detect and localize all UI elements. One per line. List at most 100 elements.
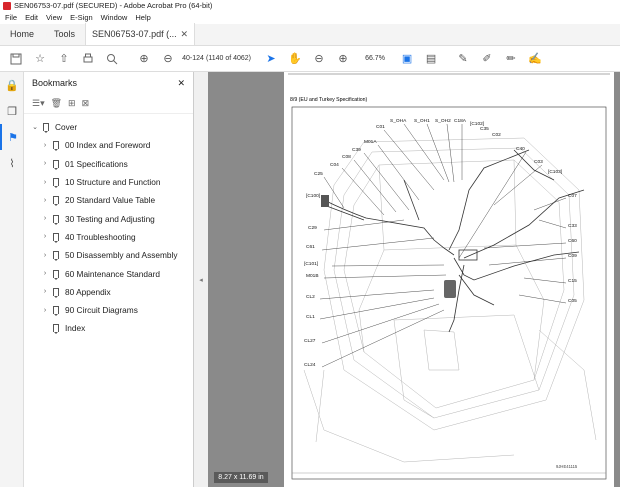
svg-text:C25: C25	[314, 171, 323, 177]
chevron-right-icon[interactable]: ›	[43, 288, 47, 296]
close-tab-icon[interactable]: ✕	[180, 28, 189, 39]
attachments-icon[interactable]: ⌇	[9, 157, 15, 170]
fit-page-icon[interactable]: ▣	[401, 53, 413, 65]
new-bookmark-icon[interactable]: ⊞	[68, 98, 76, 108]
bookmark-item[interactable]: ›10 Structure and Function	[24, 173, 193, 191]
bookmark-item[interactable]: ›30 Testing and Adjusting	[24, 209, 193, 227]
bookmark-item[interactable]: ›90 Circuit Diagrams	[24, 301, 193, 319]
tab-home[interactable]: Home	[10, 29, 35, 39]
tab-document[interactable]: SEN06753-07.pdf (... ✕	[85, 23, 196, 45]
close-panel-icon[interactable]: ✕	[177, 77, 185, 88]
window-title: SEN06753-07.pdf (SECURED) - Adobe Acroba…	[14, 1, 213, 10]
next-page-icon[interactable]: ⊖	[163, 53, 173, 65]
delete-bookmark-icon[interactable]: 🗑	[50, 98, 63, 108]
bookmark-icon	[53, 251, 59, 262]
bookmark-item[interactable]: ›01 Specifications	[24, 155, 193, 173]
svg-text:[C100]: [C100]	[306, 193, 320, 199]
svg-text:S_OHA: S_OHA	[390, 118, 407, 124]
svg-text:[C102]: [C102]	[470, 121, 484, 127]
page-size-indicator: 8.27 x 11.69 in	[214, 472, 268, 483]
menu-esign[interactable]: E-Sign	[70, 13, 93, 22]
tab-document-label: SEN06753-07.pdf (...	[92, 29, 177, 39]
page-number-input[interactable]: 40-124	[182, 55, 204, 62]
fill-sign-icon[interactable]: ✍	[528, 53, 542, 65]
panel-splitter[interactable]: ◂	[194, 72, 208, 487]
chevron-down-icon[interactable]: ⌄	[32, 124, 38, 132]
left-navigation-rail: 🔒 ❐ ⚑ ⌇	[0, 72, 24, 487]
chevron-right-icon[interactable]: ›	[43, 178, 47, 186]
comment-icon[interactable]: ✎	[458, 53, 468, 65]
chevron-right-icon[interactable]: ›	[43, 215, 47, 223]
svg-text:C60: C60	[568, 238, 577, 244]
hand-tool-icon[interactable]: ✋	[288, 53, 302, 65]
svg-text:[C103]: [C103]	[548, 169, 562, 175]
chevron-right-icon[interactable]: ›	[43, 306, 47, 314]
select-tool-icon[interactable]: ➤	[266, 53, 276, 65]
zoom-out-icon[interactable]: ⊖	[314, 53, 324, 65]
tab-tools[interactable]: Tools	[54, 29, 76, 39]
menu-view[interactable]: View	[46, 13, 63, 22]
bookmark-item[interactable]: ⌄Cover	[24, 118, 193, 136]
zoom-in-icon[interactable]: ⊕	[338, 53, 348, 65]
draw-icon[interactable]: ✏	[506, 53, 516, 65]
bookmarks-panel: Bookmarks ✕ ☰▾ 🗑 ⊞ ⊠ ⌄Cover ›00 Index an…	[24, 72, 194, 487]
scroll-mode-icon[interactable]: ▤	[425, 53, 437, 65]
bookmark-item[interactable]: ›00 Index and Foreword	[24, 136, 193, 154]
save-icon[interactable]	[4, 48, 28, 70]
bookmark-icon	[53, 141, 59, 152]
menu-edit[interactable]: Edit	[25, 13, 39, 22]
print-icon[interactable]	[76, 48, 100, 70]
bookmark-item[interactable]: ›20 Standard Value Table	[24, 191, 193, 209]
tab-bar: Home Tools SEN06753-07.pdf (... ✕	[0, 23, 620, 46]
search-icon[interactable]	[100, 48, 124, 70]
svg-text:C09: C09	[568, 253, 577, 259]
svg-text:CL2: CL2	[306, 294, 315, 300]
svg-text:C29: C29	[308, 225, 317, 231]
bookmark-icon	[43, 123, 49, 134]
menu-help[interactable]: Help	[135, 13, 151, 22]
chevron-right-icon[interactable]: ›	[43, 160, 47, 168]
bookmark-item[interactable]: ›80 Appendix	[24, 283, 193, 301]
document-viewer[interactable]: 8/9 (EU and Turkey Specification)	[208, 72, 620, 487]
menu-window[interactable]: Window	[100, 13, 128, 22]
svg-text:S_OH2: S_OH2	[435, 118, 451, 124]
highlight-icon[interactable]: ✐	[482, 53, 492, 65]
options-menu-icon[interactable]: ☰▾	[32, 98, 45, 108]
bookmarks-icon[interactable]: ⚑	[0, 124, 24, 150]
upload-icon[interactable]: ⇧	[59, 53, 69, 65]
menu-file[interactable]: File	[5, 13, 18, 22]
bookmark-item[interactable]: Index	[24, 319, 193, 337]
acrobat-app-icon	[3, 1, 11, 10]
lock-icon[interactable]: 🔒	[5, 79, 19, 92]
chevron-right-icon[interactable]: ›	[43, 251, 47, 259]
svg-text:CL1: CL1	[306, 314, 315, 320]
svg-text:C01: C01	[376, 124, 385, 130]
svg-text:C18A: C18A	[454, 118, 467, 124]
page-thumbnails-icon[interactable]: ❐	[7, 105, 17, 118]
bookmark-icon	[53, 196, 59, 207]
chevron-right-icon[interactable]: ›	[43, 270, 47, 278]
svg-text:[C101]: [C101]	[304, 261, 318, 267]
bookmark-icon	[53, 232, 59, 243]
bookmark-item[interactable]: ›50 Disassembly and Assembly	[24, 246, 193, 264]
svg-text:M01A: M01A	[364, 139, 377, 145]
bookmark-item[interactable]: ›60 Maintenance Standard	[24, 264, 193, 282]
previous-page-icon[interactable]: ⊕	[139, 53, 149, 65]
chevron-right-icon[interactable]: ›	[43, 141, 47, 149]
chevron-right-icon[interactable]: ›	[43, 233, 47, 241]
bookmark-item[interactable]: ›40 Troubleshooting	[24, 228, 193, 246]
find-bookmark-icon[interactable]: ⊠	[81, 98, 90, 108]
chevron-right-icon[interactable]: ›	[43, 196, 47, 204]
bookmarks-header: Bookmarks ✕	[24, 72, 193, 94]
star-icon[interactable]: ☆	[35, 53, 45, 65]
collapse-panel-icon[interactable]: ◂	[199, 276, 203, 284]
bookmark-list: ⌄Cover ›00 Index and Foreword ›01 Specif…	[24, 114, 193, 338]
zoom-level[interactable]: 66.7%	[365, 55, 385, 62]
bookmark-icon	[53, 159, 59, 170]
svg-text:C04: C04	[330, 162, 339, 168]
svg-text:C05: C05	[568, 298, 577, 304]
page-count: (1140 of 4062)	[206, 55, 252, 62]
bookmark-icon	[53, 214, 59, 225]
svg-text:M01B: M01B	[306, 273, 319, 279]
bookmarks-toolbar: ☰▾ 🗑 ⊞ ⊠	[24, 94, 193, 114]
